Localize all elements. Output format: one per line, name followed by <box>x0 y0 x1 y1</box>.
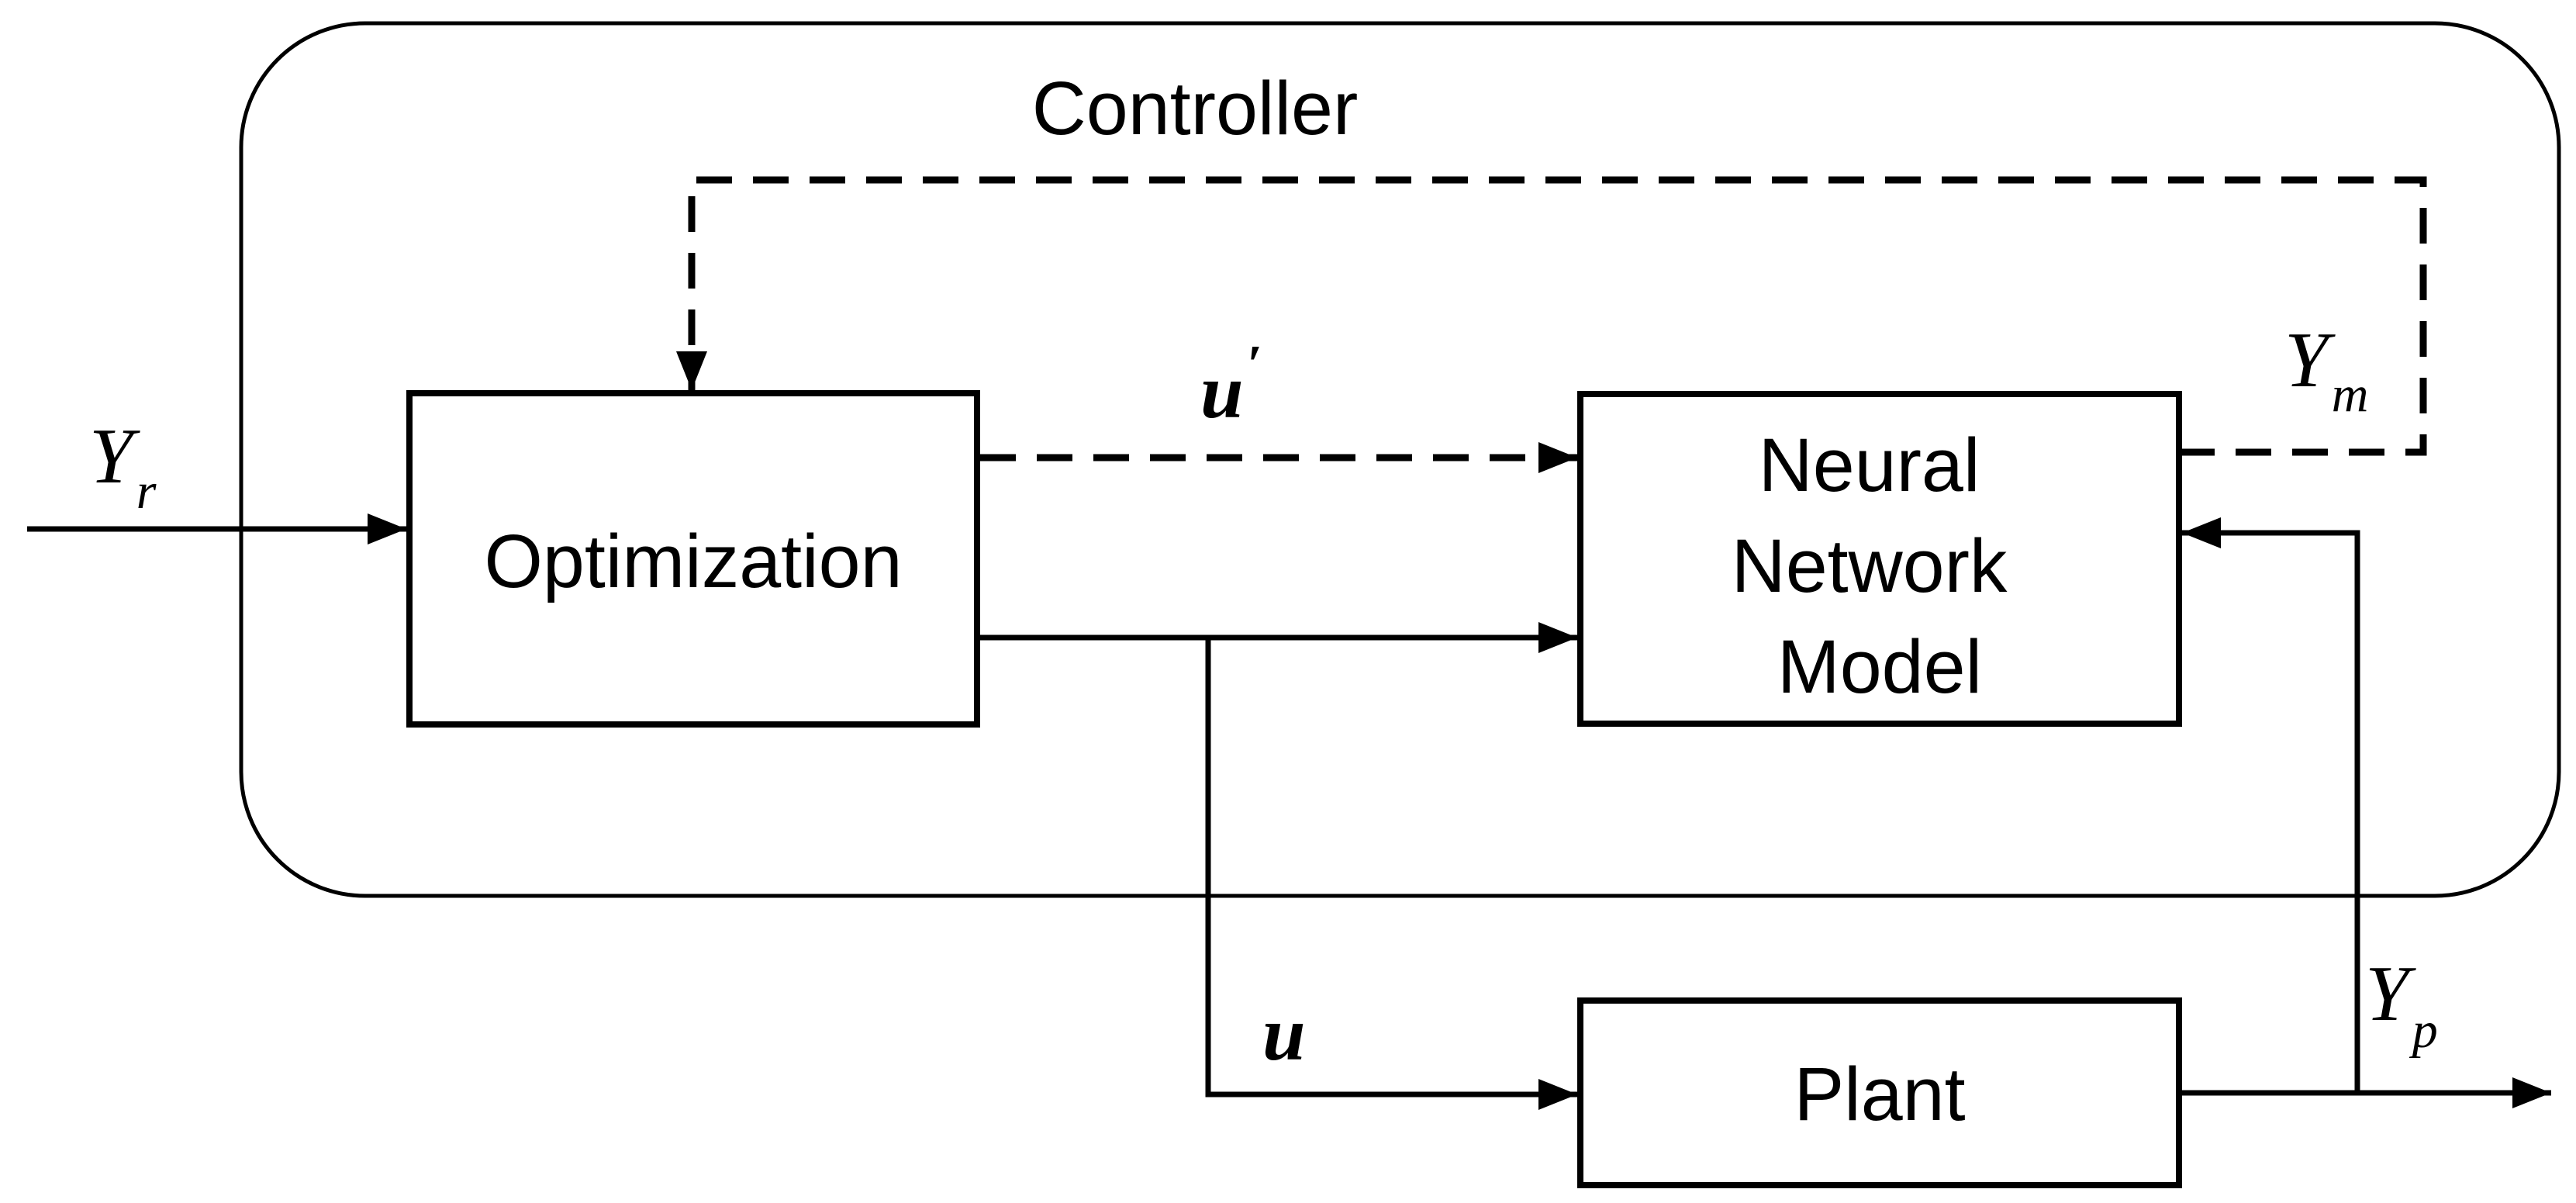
ym-base: Y <box>2284 316 2336 404</box>
yr-base: Y <box>89 413 140 500</box>
signal-u-label: u <box>1262 990 1306 1077</box>
signal-uprime-label: u ′ <box>1200 335 1262 434</box>
optimization-block <box>406 390 980 728</box>
signal-yp-feedback-arrow <box>2182 517 2360 1093</box>
plant-label: Plant <box>1794 1052 1965 1136</box>
controller-boundary <box>239 21 2561 898</box>
uprime-prime-mark: ′ <box>1247 335 1262 395</box>
neural-network-model-label: Neural Network Model <box>1732 423 2029 709</box>
yr-subscript: r <box>136 463 157 520</box>
ym-subscript: m <box>2332 366 2369 423</box>
signal-yr-label: Y r <box>89 413 157 520</box>
nn-label-line-1: Neural <box>1759 423 1980 507</box>
nn-label-line-2: Network <box>1732 524 2008 608</box>
signal-u-branch-arrow <box>1205 638 1577 1110</box>
optimization-label: Optimization <box>484 519 902 603</box>
signal-yp-label: Y p <box>2365 950 2438 1059</box>
yp-base: Y <box>2365 950 2416 1038</box>
signal-ym-label: Y m <box>2284 316 2368 423</box>
signal-ym-dashed-arrow <box>676 176 2427 456</box>
yp-subscript: p <box>2409 1002 2438 1059</box>
u-base: u <box>1262 990 1306 1077</box>
nn-label-line-3: Model <box>1777 624 1982 709</box>
uprime-base: u <box>1200 348 1244 434</box>
neural-network-model-block <box>1577 391 2182 727</box>
controller-label: Controller <box>1032 66 1359 150</box>
